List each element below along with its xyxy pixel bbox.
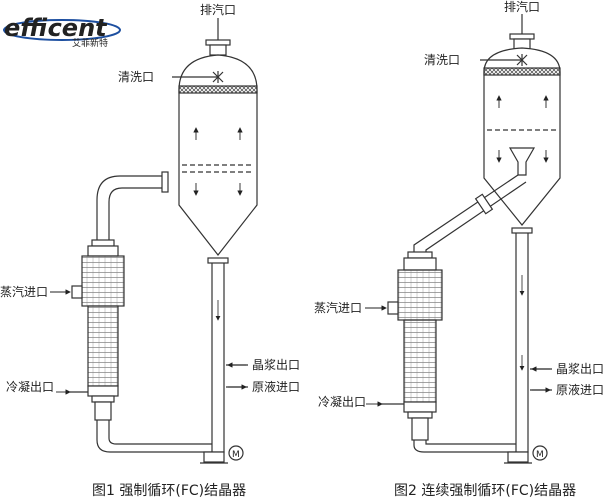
fig1-feed-inlet-label: 原液进口 [252, 379, 300, 394]
fig1-slurry-outlet-label: 晶浆出口 [252, 357, 300, 372]
fig2-cleaning-label: 清洗口 [424, 53, 460, 67]
fig2-condensate-outlet-label: 冷凝出口 [318, 394, 366, 409]
fig1-vessel-body [178, 54, 258, 256]
figure1-fc-crystallizer [70, 18, 258, 464]
fig2-caption: 图2 连续强制循环(FC)结晶器 [394, 482, 576, 499]
fig2-slurry-outlet-label: 晶浆出口 [556, 361, 604, 376]
figure2-continuous-fc-crystallizer [382, 14, 561, 464]
fig2-draft-tube [508, 147, 536, 176]
fig1-exhaust-nozzle [205, 18, 231, 56]
fig1-condensate-outlet-label: 冷凝出口 [6, 379, 54, 394]
company-logo: efficent 艾菲新特 [3, 14, 121, 49]
fig1-downcomer-pipe [211, 261, 225, 453]
fig2-motor-letter: M [536, 450, 544, 460]
logo-brand-text: efficent [4, 14, 108, 42]
fig1-steam-inlet-label: 蒸汽进口 [0, 284, 48, 299]
fig2-steam-inlet-label: 蒸汽进口 [314, 300, 362, 315]
fig2-bottom-return-pipe [413, 440, 516, 453]
fig1-cleaning-label: 清洗口 [118, 70, 154, 84]
fig2-downcomer-pipe [515, 231, 529, 453]
fig1-top-return-pipe [96, 175, 162, 240]
fig1-spray-nozzle-icon [172, 71, 224, 83]
logo-swoosh [3, 19, 121, 41]
logo-subtitle: 艾菲新特 [72, 37, 108, 49]
fig1-motor-letter: M [232, 450, 240, 460]
fig2-exhaust-nozzle [509, 14, 535, 50]
fig1-bottom-return-pipe [96, 420, 212, 453]
fig2-mesh-demister [483, 67, 561, 76]
fig1-caption: 图1 强制循环(FC)结晶器 [92, 483, 246, 499]
fig1-mesh-demister [178, 85, 258, 94]
fig1-circulation-pump [200, 445, 244, 464]
fig2-spray-nozzle-icon [480, 54, 528, 66]
fig2-exhaust-label: 排汽口 [504, 0, 540, 14]
fig2-motor-icon [532, 445, 548, 461]
fig1-exhaust-label: 排汽口 [200, 2, 236, 17]
fig1-motor-icon [228, 445, 244, 461]
fig2-circulation-pump [504, 445, 548, 464]
fig1-heat-exchanger [70, 239, 125, 421]
fig2-feed-inlet-label: 原液进口 [556, 382, 604, 397]
fig2-heat-exchanger [382, 251, 443, 441]
